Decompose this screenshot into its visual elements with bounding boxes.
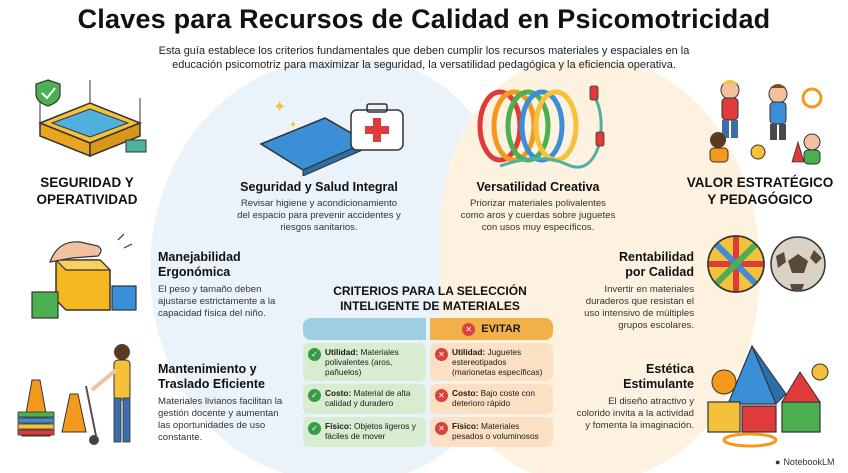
table-header-recommended [303, 318, 426, 340]
recommended-key: Utilidad: [325, 347, 359, 357]
left-heading: SEGURIDAD Y OPERATIVIDAD [36, 175, 138, 207]
avoid-key: Costo: [452, 388, 479, 398]
brand-logo: ● NotebookLM [775, 457, 834, 467]
versatilidad-text: Priorizar materiales polivalentes como a… [460, 198, 616, 233]
versatilidad-title: Versatilidad Creativa [476, 180, 600, 194]
card-rentabilidad: Rentabilidad por Calidad Invertir en mat… [568, 250, 694, 332]
recommended-cell: ✓ Utilidad: Materiales polivalentes (aro… [303, 343, 426, 381]
first-aid-kit-icon: ✦ ✦ [259, 97, 404, 176]
card-mantenimiento: Mantenimiento y Traslado Eficiente Mater… [158, 362, 283, 444]
notebook-icon: ● [775, 457, 781, 467]
recommended-text: Material de alta calidad y duradero [325, 388, 411, 408]
card-versatilidad: Versatilidad Creativa Priorizar material… [448, 180, 628, 234]
table-header-avoid: ✕ EVITAR [430, 318, 553, 340]
brand-label: NotebookLM [783, 457, 835, 467]
rentabilidad-title: Rentabilidad por Calidad [618, 250, 694, 279]
card-manejabilidad: Manejabilidad Ergonómica El peso y tamañ… [158, 250, 278, 320]
avoid-cell: ✕ Costo: Bajo coste con deterioro rápido [430, 384, 553, 414]
seguridad-salud-text: Revisar higiene y acondicionamiento del … [237, 198, 401, 233]
avoid-text: Juguetes estereotipados (marionetas espe… [452, 347, 543, 377]
criterios-title: CRITERIOS PARA LA SELECCIÓN INTELIGENTE … [333, 284, 527, 313]
page-title: Claves para Recursos de Calidad en Psico… [77, 4, 771, 34]
estetica-text: El diseño atractivo y colorido invita a … [576, 396, 694, 431]
card-seguridad-salud: Seguridad y Salud Integral Revisar higie… [224, 180, 414, 234]
shapes-icon [707, 344, 829, 448]
blocks-icon [31, 233, 137, 319]
recommended-cell: ✓ Físico: Objetos ligeros y fáciles de m… [303, 417, 426, 447]
manejabilidad-title: Manejabilidad Ergonómica [158, 250, 241, 279]
cones-cart-icon [17, 344, 131, 445]
table-header: ✕ EVITAR [303, 318, 553, 340]
children-icon [709, 80, 823, 165]
check-icon: ✓ [308, 422, 321, 435]
recommended-text: Objetos ligeros y fáciles de mover [325, 421, 416, 441]
balls-icon [707, 235, 826, 293]
table-row: ✓ Utilidad: Materiales polivalentes (aro… [303, 343, 553, 381]
intro-text: Esta guía establece los criterios fundam… [158, 45, 690, 71]
svg-text:✦: ✦ [273, 97, 286, 116]
avoid-text: Bajo coste con deterioro rápido [452, 388, 536, 408]
table-row: ✓ Costo: Material de alta calidad y dura… [303, 384, 553, 414]
check-icon: ✓ [308, 348, 321, 361]
manejabilidad-text: El peso y tamaño deben ajustarse estrict… [158, 284, 276, 319]
check-icon: ✓ [308, 389, 321, 402]
cross-icon: ✕ [435, 422, 448, 435]
cross-icon: ✕ [435, 389, 448, 402]
table-row: ✓ Físico: Objetos ligeros y fáciles de m… [303, 417, 553, 447]
recommended-cell: ✓ Costo: Material de alta calidad y dura… [303, 384, 426, 414]
recommended-key: Costo: [325, 388, 352, 398]
right-heading: VALOR ESTRATÉGICO Y PEDAGÓGICO [686, 175, 834, 207]
avoid-key: Utilidad: [452, 347, 486, 357]
avoid-cell: ✕ Físico: Materiales pesados o voluminos… [430, 417, 553, 447]
mantenimiento-text: Materiales livianos facilitan la gestión… [158, 396, 283, 443]
cross-icon: ✕ [435, 348, 448, 361]
avoid-text: Materiales pesados o voluminosos [452, 421, 539, 441]
seguridad-salud-title: Seguridad y Salud Integral [240, 180, 398, 194]
avoid-key: Físico: [452, 421, 479, 431]
criteria-table: ✕ EVITAR ✓ Utilidad: Materiales polivale… [303, 318, 553, 447]
hoops-ropes-icon [477, 85, 605, 169]
shield-check-icon [35, 79, 147, 158]
recommended-text: Materiales polivalentes (aros, pañuelos) [325, 347, 399, 377]
mantenimiento-title: Mantenimiento y Traslado Eficiente [158, 362, 265, 391]
recommended-key: Físico: [325, 421, 352, 431]
avoid-cell: ✕ Utilidad: Juguetes estereotipados (mar… [430, 343, 553, 381]
svg-text:✦: ✦ [289, 120, 297, 131]
card-estetica: Estética Estimulante El diseño atractivo… [572, 362, 694, 432]
cross-icon: ✕ [462, 323, 476, 336]
rentabilidad-text: Invertir en materiales duraderos que res… [584, 284, 694, 331]
avoid-label: EVITAR [481, 323, 521, 335]
estetica-title: Estética Estimulante [623, 362, 694, 391]
